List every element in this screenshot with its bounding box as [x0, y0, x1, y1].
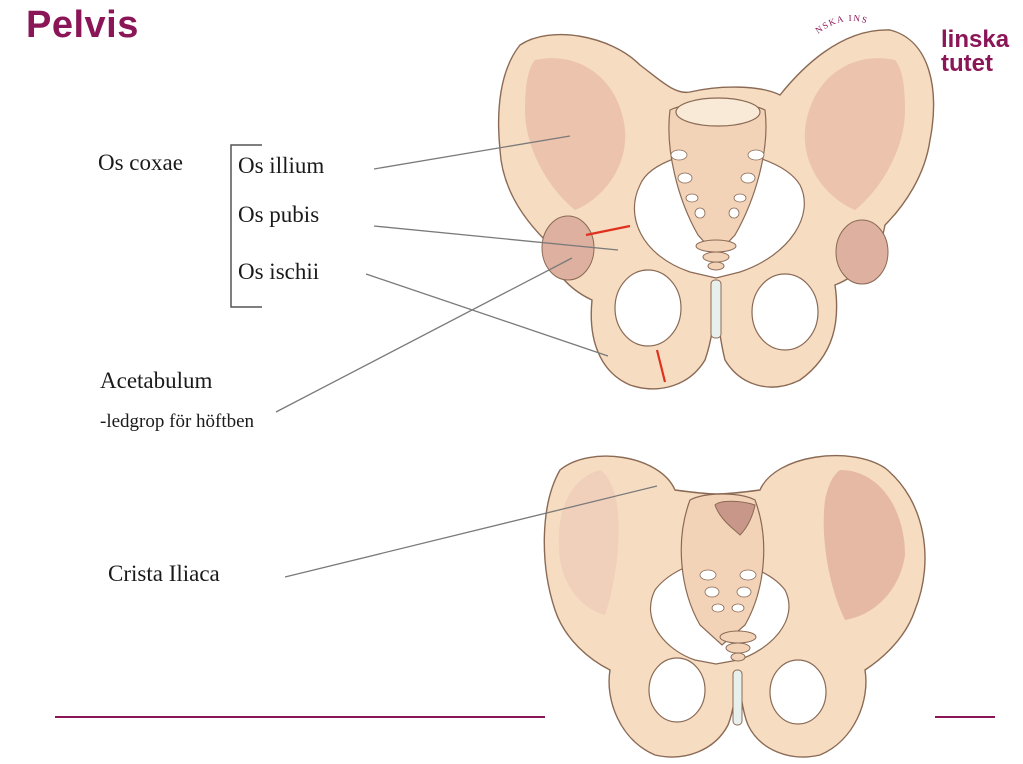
acetabulum-left — [542, 216, 594, 280]
label-os-coxae: Os coxae — [98, 150, 183, 176]
obturator-foramen-posterior-right — [770, 660, 826, 724]
obturator-foramen-right — [752, 274, 818, 350]
obturator-foramen-posterior-left — [649, 658, 705, 722]
label-crista-iliaca: Crista Iliaca — [108, 561, 220, 587]
institute-logo: linska tutet — [941, 28, 1009, 76]
pelvis-anterior-view — [499, 30, 934, 389]
pubic-symphysis-posterior — [733, 670, 742, 725]
label-acetabulum-desc: -ledgrop för höftben — [100, 411, 254, 433]
logo-line-1: linska — [941, 28, 1009, 52]
pelvis-posterior-view — [544, 456, 925, 757]
label-os-ischii: Os ischii — [238, 259, 319, 285]
label-acetabulum: Acetabulum — [100, 368, 212, 394]
label-os-illium: Os illium — [238, 153, 324, 179]
label-os-pubis: Os pubis — [238, 202, 319, 228]
pubic-symphysis — [711, 280, 721, 338]
logo-arc-text: NSKA INS — [813, 13, 869, 36]
svg-text:NSKA INS: NSKA INS — [813, 13, 869, 36]
acetabulum-right — [836, 220, 888, 284]
sacral-promontory — [676, 98, 760, 126]
obturator-foramen-left — [615, 270, 681, 346]
logo-line-2: tutet — [941, 52, 1009, 76]
leader-line-acetabulum — [276, 258, 572, 412]
